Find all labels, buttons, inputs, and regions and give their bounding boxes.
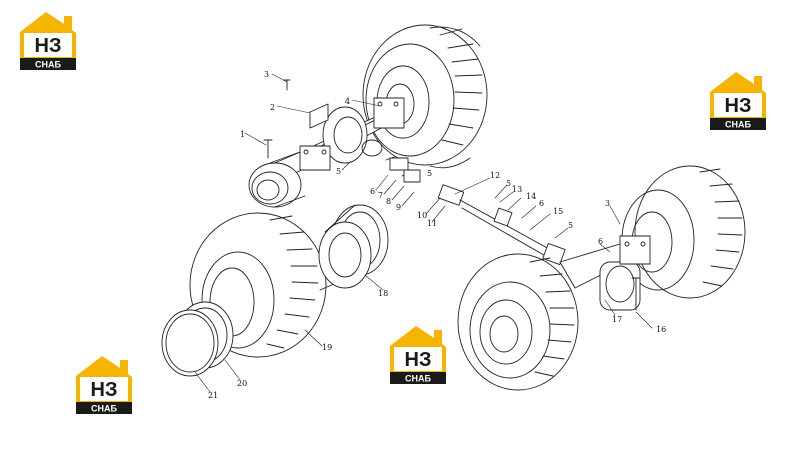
front-left-wheel xyxy=(457,253,579,391)
logo-sub-text: СНАБ xyxy=(35,60,61,70)
logo-main-text: НЗ xyxy=(405,349,432,371)
callout-labels: 1 2 3 4 5 5 6 7 8 9 10 11 12 5 13 14 6 1… xyxy=(208,70,666,400)
callout-13: 13 xyxy=(512,185,522,194)
callout-21: 21 xyxy=(208,391,218,400)
rear-wheel-hub xyxy=(248,151,306,208)
logo-main-text: НЗ xyxy=(91,379,118,401)
callout-1: 1 xyxy=(240,130,245,139)
callout-3b: 3 xyxy=(605,199,610,208)
logo-sub-text: СНАБ xyxy=(405,374,431,384)
callout-18: 18 xyxy=(378,289,388,298)
callout-19: 19 xyxy=(322,343,332,352)
callout-17: 17 xyxy=(612,315,622,324)
logo-top-left: НЗ СНАБ xyxy=(16,6,80,70)
seal-ring-21 xyxy=(161,309,219,377)
callout-14: 14 xyxy=(526,192,536,201)
mount-bracket-2 xyxy=(309,103,329,129)
callout-4: 4 xyxy=(345,97,350,106)
callout-6b: 6 xyxy=(539,199,544,208)
callout-11: 11 xyxy=(427,219,437,228)
logo-main-text: НЗ xyxy=(35,35,62,57)
logo-sub-text: СНАБ xyxy=(725,120,751,130)
leader-lines xyxy=(194,73,653,393)
callout-12: 12 xyxy=(490,171,500,180)
callout-3: 3 xyxy=(264,70,269,79)
rim-18 xyxy=(318,204,389,291)
logo-bottom-left: НЗ СНАБ xyxy=(72,350,136,414)
callout-6a: 6 xyxy=(370,187,375,196)
callout-5d: 5 xyxy=(568,221,573,230)
logo-top-right: НЗ СНАБ xyxy=(706,66,770,130)
callout-5a: 5 xyxy=(336,167,341,176)
callout-8: 8 xyxy=(386,197,391,206)
callout-7: 7 xyxy=(378,191,383,200)
callout-20: 20 xyxy=(237,379,247,388)
callout-5b: 5 xyxy=(427,169,432,178)
callout-15: 15 xyxy=(553,207,563,216)
callout-6c: 6 xyxy=(598,237,603,246)
rear-wheel xyxy=(362,24,488,169)
callout-5c: 5 xyxy=(506,179,511,188)
drive-shaft xyxy=(437,184,566,266)
callout-2: 2 xyxy=(270,103,275,112)
logo-center: НЗ СНАБ xyxy=(386,320,450,384)
front-axle-housing xyxy=(559,235,651,311)
callout-10: 10 xyxy=(417,211,427,220)
callout-9: 9 xyxy=(396,203,401,212)
logo-main-text: НЗ xyxy=(725,95,752,117)
logo-sub-text: СНАБ xyxy=(91,404,117,414)
callout-16: 16 xyxy=(656,325,666,334)
